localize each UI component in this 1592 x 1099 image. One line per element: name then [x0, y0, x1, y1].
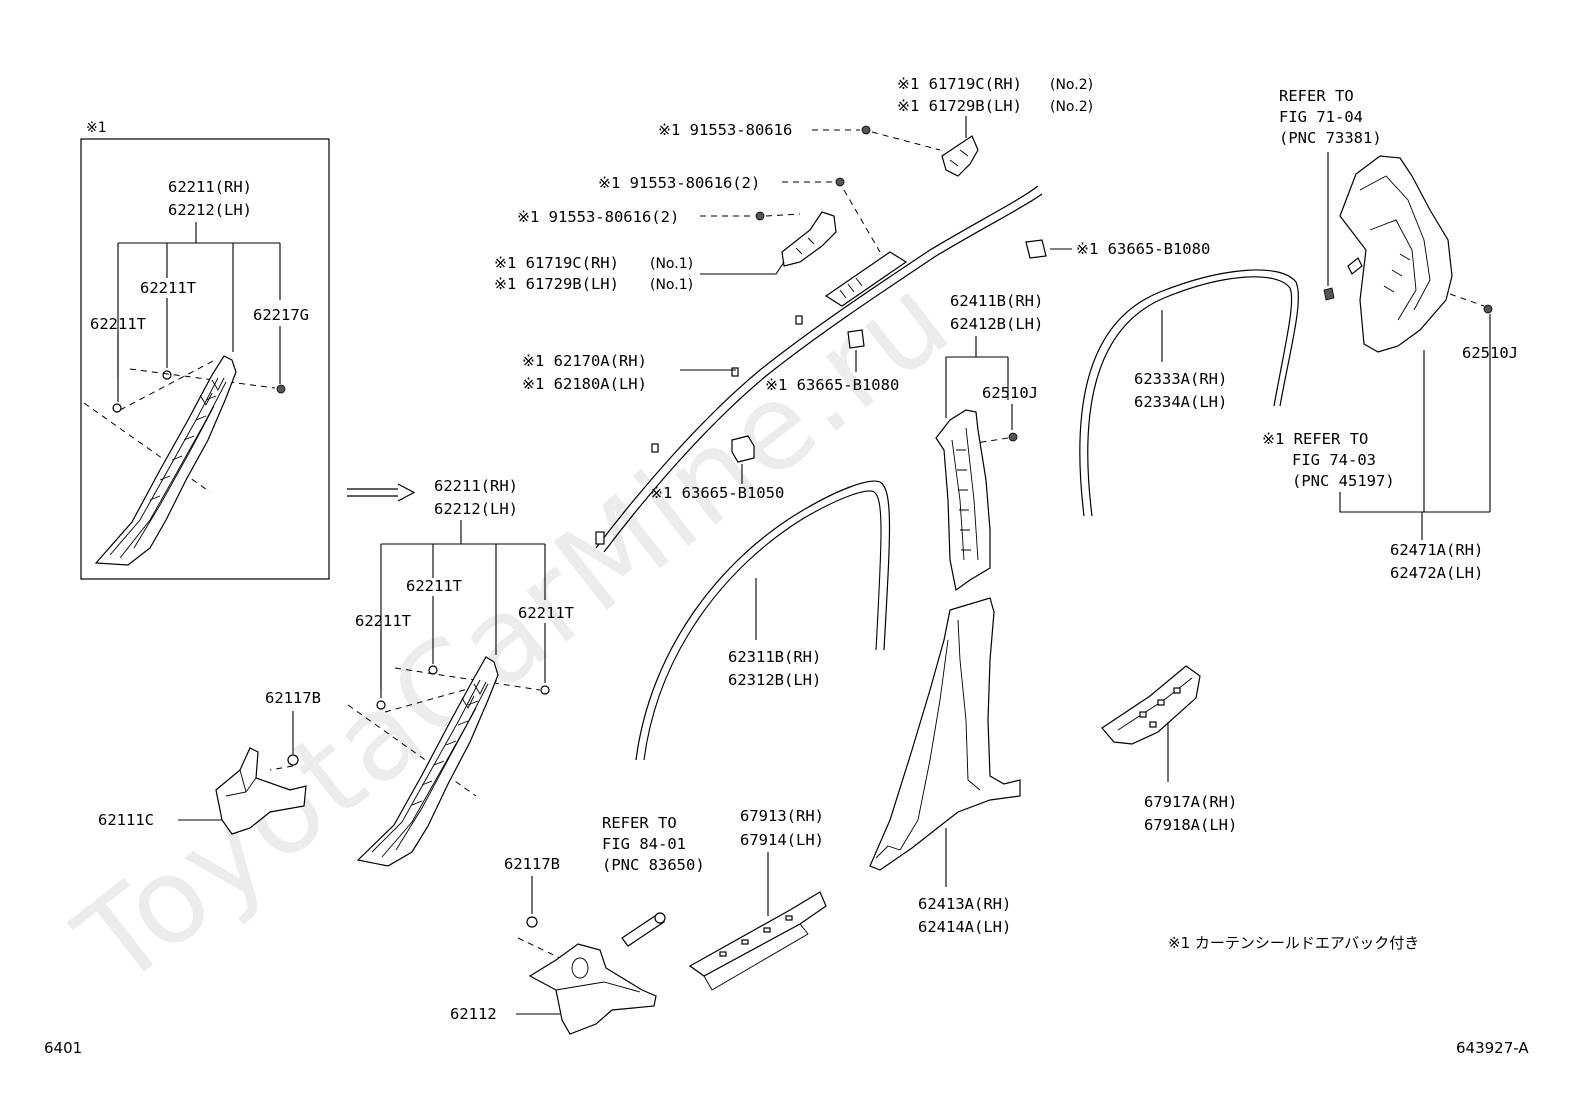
- bracket-no2-lh-label: ※1 61729B(LH): [897, 97, 1022, 115]
- bracket-no2-lh-suffix: (No.2): [1050, 99, 1093, 115]
- label-b1080-mid-icon: [847, 329, 865, 349]
- pillar-a-clip-right-icon: [540, 685, 550, 695]
- rear-weatherstrip: [1079, 269, 1299, 517]
- lower-garnish-62112: [528, 943, 657, 1035]
- refer-74-line1: ※1 REFER TO: [1262, 430, 1368, 448]
- bolt-single-label: ※1 91553-80616: [658, 121, 792, 139]
- pillar-a-clip-top-label: 62211T: [406, 577, 462, 595]
- inset-clip-c-icon: [276, 384, 286, 394]
- pillar-a-group-rh-label: 62211(RH): [434, 477, 518, 495]
- lower-garnish-62111c: [215, 747, 307, 835]
- a-pillar-garnish: [356, 656, 499, 867]
- pillar-a-clip-left-icon: [376, 700, 386, 710]
- bolt-single-icon: [861, 125, 871, 135]
- pin-part: [621, 912, 666, 947]
- clip-62117b-lower-icon: [526, 916, 538, 928]
- refer-71-line1: REFER TO: [1279, 87, 1354, 105]
- clip-62510j-right-icon: [1483, 304, 1493, 314]
- clip-62117b-lower-label: 62117B: [504, 855, 560, 873]
- rear-scuff-rh-label: 67917A(RH): [1144, 793, 1237, 811]
- figure-code-right: 643927-A: [1456, 1039, 1529, 1057]
- inset-clip-a-label: 62211T: [140, 279, 196, 297]
- scuff-rh-label: 67913(RH): [740, 807, 824, 825]
- bolt-2b-label: ※1 91553-80616(2): [598, 174, 760, 192]
- refer-71-line2: FIG 71-04: [1279, 108, 1363, 126]
- refer-71-line3: (PNC 73381): [1279, 129, 1382, 147]
- refer-84-line3: (PNC 83650): [602, 856, 705, 874]
- garnish-62112-label: 62112: [450, 1005, 497, 1023]
- garnish-62111c-label: 62111C: [98, 811, 154, 829]
- label-b1050-icon: [731, 435, 755, 463]
- weather-front-rh-label: 62311B(RH): [728, 648, 821, 666]
- quarter-rh-label: 62471A(RH): [1390, 541, 1483, 559]
- clip-62117b-upper-icon: [287, 754, 299, 766]
- bracket-no1-rh-label: ※1 61719C(RH): [494, 254, 619, 272]
- clip-62510j-center-icon: [1008, 432, 1018, 442]
- pillar-a-clip-top-icon: [428, 665, 438, 675]
- center-upper-rh-label: 62411B(RH): [950, 292, 1043, 310]
- label-b1080-top-icon: [1025, 239, 1047, 259]
- bracket-no1-rh-suffix: (No.1): [650, 256, 693, 272]
- inset-marker: ※1: [86, 120, 107, 136]
- front-weatherstrip: [635, 480, 891, 761]
- center-upper-lh-label: 62412B(LH): [950, 315, 1043, 333]
- pillar-a-clip-left-label: 62211T: [355, 612, 411, 630]
- inset-pillar-garnish: [94, 355, 237, 566]
- front-scuff-plate: [688, 891, 827, 991]
- inset-clip-b-label: 62211T: [90, 315, 146, 333]
- rear-scuff-lh-label: 67918A(LH): [1144, 816, 1237, 834]
- pillar-a-group-lh-label: 62212(LH): [434, 500, 518, 518]
- footnote: ※1 カーテンシールドエアバック付き: [1168, 934, 1419, 952]
- inset-to-main-arrow: [347, 483, 416, 502]
- clip-62510j-right-label: 62510J: [1462, 344, 1518, 362]
- center-pillar-lower: [869, 597, 1021, 871]
- quarter-trim-panel: [1339, 155, 1453, 353]
- label-b1080-mid: ※1 63665-B1080: [765, 376, 899, 394]
- airbag-rh-label: ※1 62170A(RH): [522, 352, 647, 370]
- airbag-lh-label: ※1 62180A(LH): [522, 375, 647, 393]
- refer-74-line3: (PNC 45197): [1292, 472, 1395, 490]
- bracket-no2-rh-label: ※1 61719C(RH): [897, 75, 1022, 93]
- inset-group-rh-label: 62211(RH): [168, 178, 252, 196]
- inset-clip-a-icon: [162, 370, 172, 380]
- label-b1080-top: ※1 63665-B1080: [1076, 240, 1210, 258]
- clip-62510j-center-label: 62510J: [982, 384, 1038, 402]
- center-lower-rh-label: 62413A(RH): [918, 895, 1011, 913]
- inset-clip-b-icon: [112, 403, 122, 413]
- rear-scuff-plate: [1101, 665, 1201, 745]
- quarter-lh-label: 62472A(LH): [1390, 564, 1483, 582]
- bracket-no1: [781, 211, 837, 267]
- inset-group-lh-label: 62212(LH): [168, 201, 252, 219]
- weather-rear-lh-label: 62334A(LH): [1134, 393, 1227, 411]
- inset-box: ※1 62211(RH) 62212(LH) 62211T 62211T 622…: [80, 120, 330, 580]
- inset-clip-c-label: 62217G: [253, 306, 309, 324]
- bracket-no2: [941, 135, 979, 177]
- clip-62117b-upper-label: 62117B: [265, 689, 321, 707]
- weather-rear-rh-label: 62333A(RH): [1134, 370, 1227, 388]
- scuff-lh-label: 67914(LH): [740, 831, 824, 849]
- bolt-2b-icon: [835, 177, 845, 187]
- refer-74-line2: FIG 74-03: [1292, 451, 1376, 469]
- curtain-airbag: [595, 185, 1043, 553]
- a-pillar-group: 62211(RH) 62212(LH) 62211T 62211T 62211T: [347, 477, 574, 867]
- bracket-no2-rh-suffix: (No.2): [1050, 77, 1093, 93]
- bolt-2a-label: ※1 91553-80616(2): [517, 208, 679, 226]
- pillar-a-clip-right-label: 62211T: [518, 604, 574, 622]
- bolt-2a-icon: [755, 211, 765, 221]
- page-number-left: 6401: [44, 1039, 82, 1057]
- label-b1050: ※1 63665-B1050: [650, 484, 784, 502]
- quarter-clip-icon: [1323, 287, 1335, 301]
- center-pillar-upper: [935, 409, 991, 592]
- refer-84-line2: FIG 84-01: [602, 835, 686, 853]
- bracket-no1-lh-suffix: (No.1): [650, 277, 693, 293]
- center-lower-lh-label: 62414A(LH): [918, 918, 1011, 936]
- bracket-no1-lh-label: ※1 61729B(LH): [494, 275, 619, 293]
- weather-front-lh-label: 62312B(LH): [728, 671, 821, 689]
- refer-84-line1: REFER TO: [602, 814, 677, 832]
